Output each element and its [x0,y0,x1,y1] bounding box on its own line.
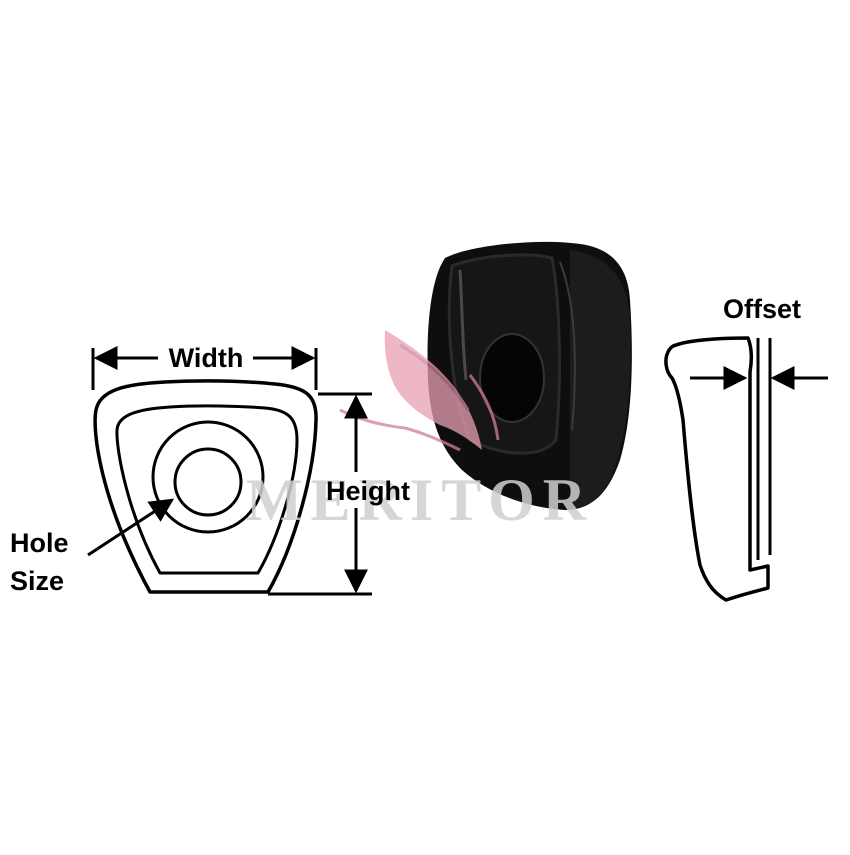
inner-outline [115,404,299,575]
hole-label-line1: Hole [10,528,69,558]
hole-label-line2: Size [10,566,64,596]
width-dimension [91,346,318,390]
side-profile [664,336,770,602]
width-label: Width [169,343,244,373]
boss-circle [151,420,265,534]
offset-label: Offset [723,294,801,324]
height-dimension [268,392,372,596]
outer-outline [93,379,318,594]
hole-size-leader [87,498,175,557]
hole-circle [173,447,243,517]
front-view-drawing [93,379,318,594]
height-label: Height [326,476,410,506]
side-view-drawing [664,336,772,602]
logo-wing-shape [384,330,482,450]
watermark-text: MERITOR [246,467,594,533]
